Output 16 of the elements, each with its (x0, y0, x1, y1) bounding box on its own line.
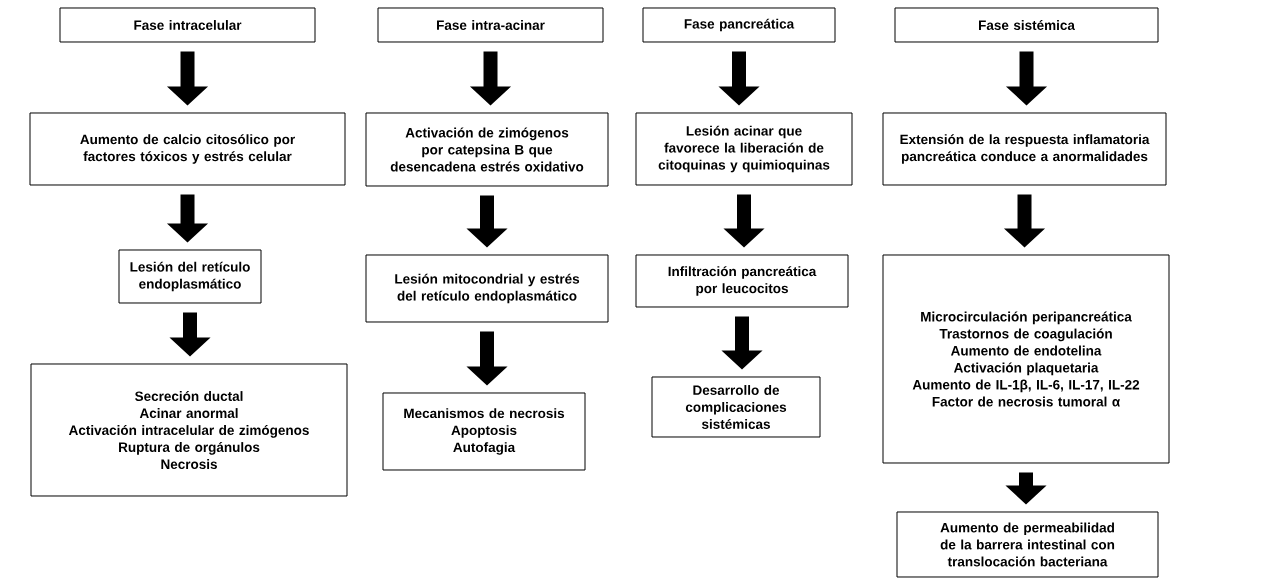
process-box: Infiltración pancreática por leucocitos (635, 254, 849, 308)
process-box: Aumento de calcio citosólico por factores tóxicos y estrés celular (29, 112, 346, 186)
process-box: Extensión de la respuesta inflamatoria pancreática conduce a anormalidades (882, 112, 1167, 186)
process-box: Secreción ductal Acinar anormal Activación intracelular de zimógenos Ruptura de orgánulos Necrosis (30, 363, 348, 497)
process-box: Lesión mitocondrial y estrés del retículo endoplasmático (365, 254, 609, 323)
process-box: Mecanismos de necrosis Apoptosis Autofagia (382, 392, 586, 471)
process-box: Activación de zimógenos por catepsina B que desencadena estrés oxidativo (365, 112, 609, 187)
phase-title-box: Fase intracelular (59, 7, 316, 43)
phase-title-box: Fase pancreática (642, 7, 836, 43)
phase-title-box: Fase sistémica (894, 7, 1159, 43)
process-box: Microcirculación peripancreática Trastornos de coagulación Aumento de endotelina Activación plaquetaria Aumento de IL-1β, IL-6, IL-17, IL-22 Factor de necrosis tumoral α (882, 254, 1170, 464)
process-box: Desarrollo de complicaciones sistémicas (651, 376, 821, 438)
process-box: Lesión del retículo endoplasmático (118, 249, 262, 304)
phase-title-box: Fase intra-acinar (377, 7, 604, 43)
process-box: Lesión acinar que favorece la liberación de citoquinas y quimioquinas (635, 112, 853, 186)
process-box: Aumento de permeabilidad de la barrera intestinal con translocación bacteriana (896, 511, 1159, 578)
